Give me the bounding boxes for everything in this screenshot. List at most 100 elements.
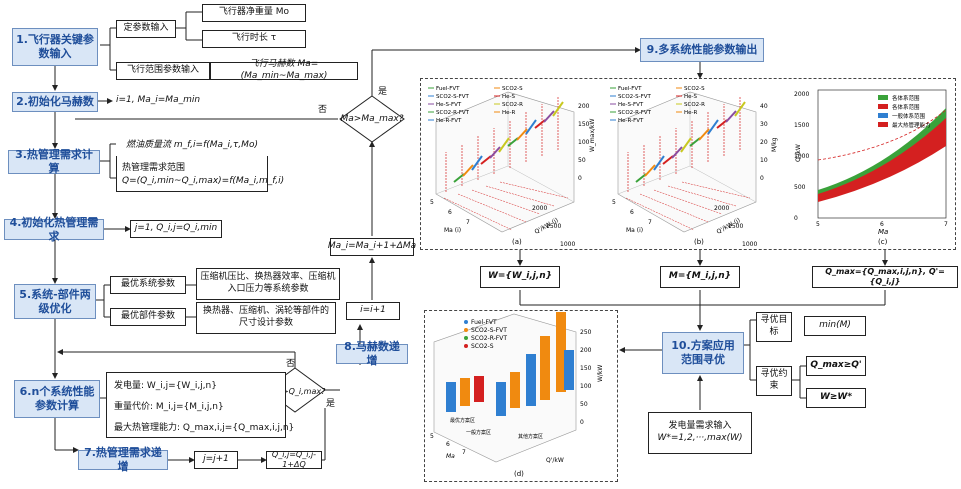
z-axis-label: M/kg (771, 137, 778, 152)
series-mark (471, 155, 483, 171)
ma-incr-box: Ma_i=Ma_i+1+ΔMa (328, 238, 416, 256)
legend-swatch (878, 122, 888, 127)
m-set-box: M={M_i,j,n} (660, 266, 740, 288)
bar-mark (460, 378, 470, 406)
init-q-box: j=1, Q_i,j=Q_i,min (130, 220, 222, 238)
chart-caption: (d) (514, 470, 524, 478)
i-incr-box: i=i+1 (346, 302, 400, 320)
z-tick: 150 (580, 365, 592, 372)
step-4-init-heat: 4.初始化热管理需求 (4, 216, 104, 243)
step-7-heat-incr: 7.热管理需求递增 (78, 446, 168, 473)
legend-label: He-R-FVT (436, 118, 462, 124)
legend-label: 最大热管理能力 (892, 121, 931, 129)
legend-label: He-S (684, 94, 698, 100)
ma-axis-label: Ma (446, 453, 455, 460)
target-eq-box: min(M) (804, 316, 866, 336)
step-2-init-mach: 2.初始化马赫数 (12, 92, 98, 112)
z-tick: 40 (760, 103, 768, 110)
series-mark (552, 101, 564, 117)
ma-tick: 6 (446, 441, 450, 448)
comp-desc-box: 换热器、压缩机、涡轮等部件的尺寸设计参数 (196, 302, 336, 334)
series-mark (525, 119, 537, 135)
x-tick: 5 (816, 221, 820, 228)
ma-axis-label: Ma (i) (626, 227, 643, 234)
legend-label: SCO2-R (684, 102, 705, 108)
ma-tick: 5 (612, 199, 616, 206)
init-mach-eq: i=1, Ma_i=Ma_min (116, 95, 201, 105)
legend-label: He-R-FVT (618, 118, 644, 124)
q-axis-label: Q'/kW (546, 457, 564, 464)
z-tick: 150 (578, 121, 590, 128)
sys-params-box: 最优系统参数 (110, 276, 186, 294)
legend-label: He-R (684, 110, 698, 116)
legend-label: SCO2-R (502, 102, 523, 108)
z-tick: 30 (760, 121, 768, 128)
q-set-box: Q_max={Q_max,i,j,n}, Q'={Q_i,j} (812, 266, 958, 288)
legend-swatch (464, 320, 468, 324)
band-upper (818, 108, 946, 198)
ma-tick: 7 (462, 449, 466, 456)
perf-heat: 最大热管理能力: Q_max,i,j={Q_max,i,j,n} (114, 423, 295, 433)
legend-swatch (878, 104, 888, 109)
series-mark (516, 128, 528, 141)
legend-label: SCO2-S-FVT (618, 94, 652, 100)
legend-label: He-S-FVT (618, 102, 644, 108)
q-yes-label: 是 (326, 399, 336, 409)
q-tick: 1500 (546, 223, 561, 230)
z-tick: 50 (578, 157, 586, 164)
q-decision: Q_i,j>Q_i,max? (264, 386, 326, 396)
y-tick: 2000 (794, 91, 809, 98)
ma-tick: 6 (630, 209, 634, 216)
series-mark (734, 101, 746, 117)
z-tick: 0 (580, 419, 584, 426)
x-axis-label: Ma (878, 228, 888, 236)
legend-label: SCO2-S-FVT (471, 327, 507, 334)
legend-swatch (464, 328, 468, 332)
legend-label: SCO2-S (684, 86, 705, 92)
legend-label: Fuel-FVT (436, 86, 460, 92)
series-mark (671, 146, 683, 159)
step-1-input: 1.飞行器关键参数输入 (12, 28, 98, 66)
y-axis-label: Q'/kW (795, 144, 802, 162)
chart-a-frame (435, 91, 575, 233)
q-tick: 1000 (742, 241, 757, 246)
bar-mark (556, 312, 566, 392)
bar-mark (446, 382, 456, 412)
ma-yes-label: 是 (378, 87, 388, 97)
w-set-box: W={W_i,j,n} (480, 266, 560, 288)
z-tick: 20 (760, 139, 768, 146)
step-5-optimize: 5.系统-部件两级优化 (14, 284, 96, 319)
series-mark (543, 110, 555, 123)
series-mark (707, 119, 719, 135)
z-tick: 0 (578, 175, 582, 182)
chart-caption: (a) (512, 238, 522, 246)
x-tick: 7 (944, 221, 948, 228)
legend-swatch (464, 344, 468, 348)
series-mark (698, 128, 710, 141)
q-tick: 1500 (728, 223, 743, 230)
perf-weight: 重量代价: M_i,j={M_i,j,n} (114, 402, 224, 412)
comp-params-box: 最优部件参数 (110, 308, 186, 326)
legend-label: Fuel-FVT (471, 319, 497, 326)
fixed-params-box: 定参数输入 (116, 20, 176, 38)
legend-label: SCO2-S (502, 86, 523, 92)
legend-label: SCO2-S (471, 343, 494, 350)
demand-box: 发电量需求输入 W*=1,2,···,max(W) (648, 412, 752, 454)
j-incr-box: j=j+1 (194, 451, 238, 469)
flight-time-box: 飞行时长 τ (202, 30, 306, 48)
ma-decision: Ma>Ma_max? (340, 114, 404, 124)
bar-mark (474, 376, 484, 402)
legend-swatch (464, 336, 468, 340)
max-heat-line (817, 109, 947, 161)
chart-d-panel (424, 310, 618, 482)
bar-mark (564, 350, 574, 390)
legend-swatch (878, 95, 888, 100)
legend-label: SCO2-S-FVT (436, 94, 470, 100)
step-9-output: 9.多系统性能参数输出 (640, 38, 764, 62)
step-6-perf-calc: 6.n个系统性能参数计算 (14, 380, 100, 418)
series-mark (644, 164, 656, 177)
z-tick: 200 (580, 347, 592, 354)
q-no-label: 否 (286, 359, 296, 369)
annotation: 其他方案区 (518, 433, 543, 440)
